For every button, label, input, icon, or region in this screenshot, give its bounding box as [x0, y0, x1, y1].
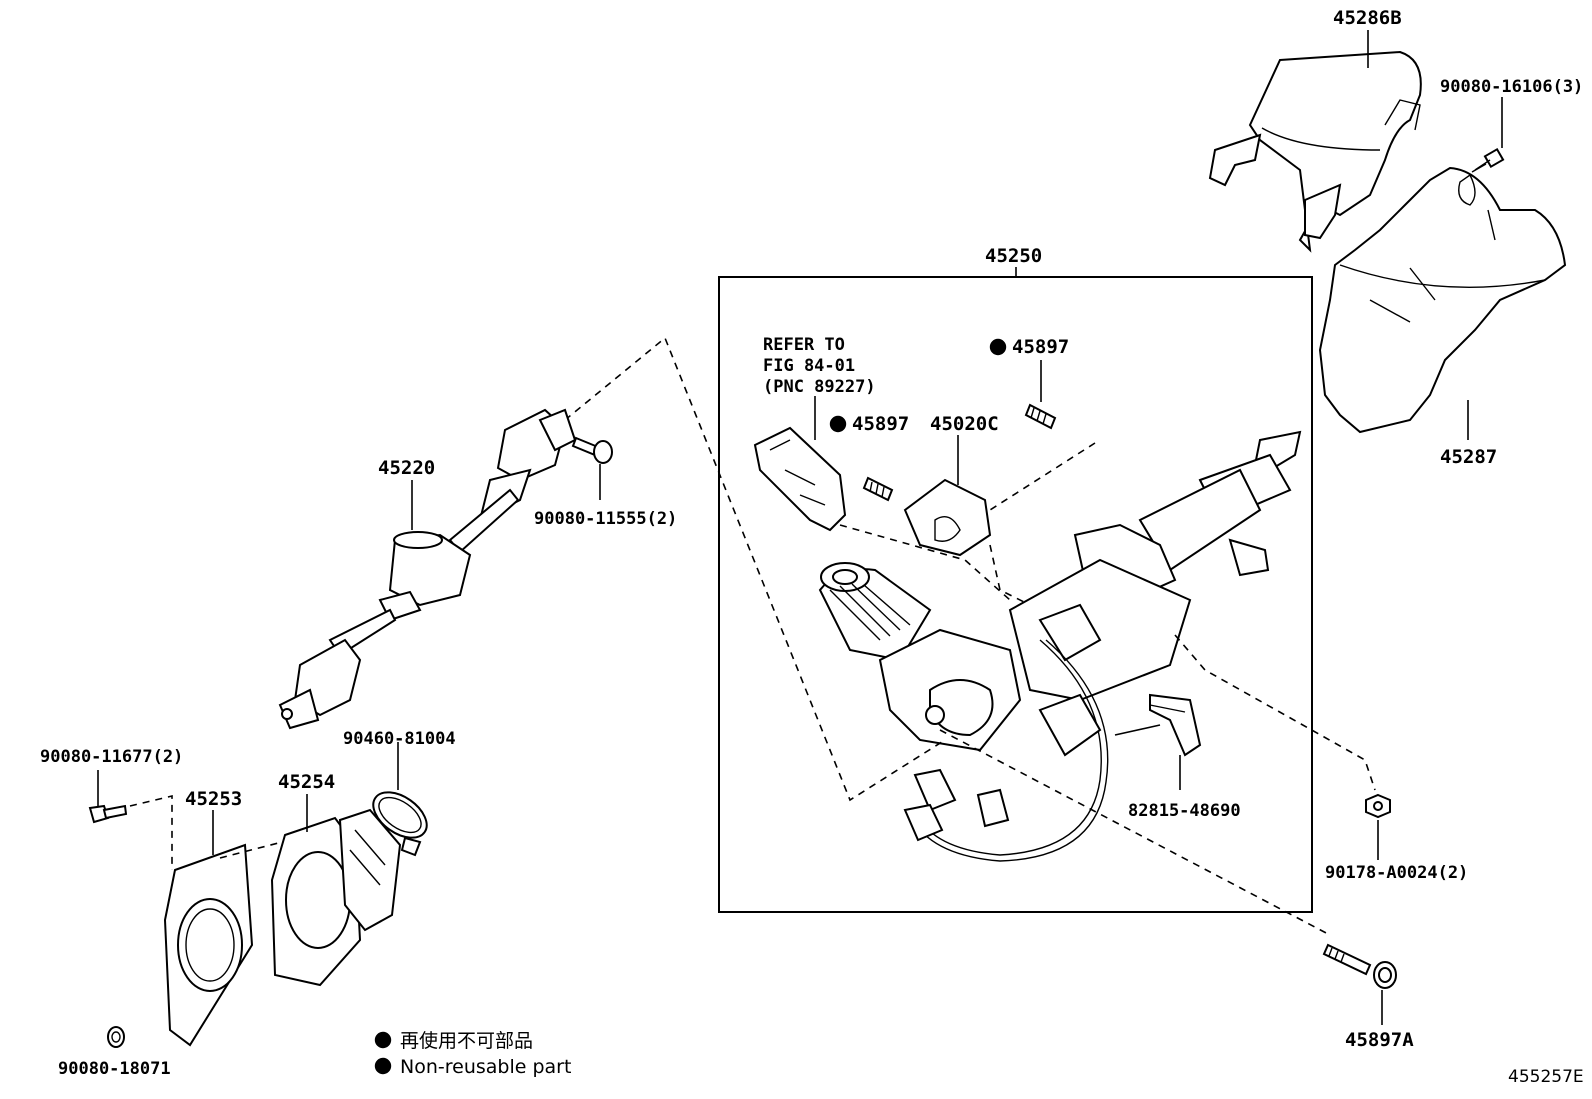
bolt-45897-right[interactable]	[1024, 403, 1057, 430]
legend-text-jp: 再使用不可部品	[400, 1030, 533, 1052]
refer-note-line2: FIG 84-01	[763, 356, 855, 376]
label-90080-11555[interactable]: 90080-11555(2)	[534, 509, 677, 529]
connector-82815-48690[interactable]	[1149, 693, 1202, 757]
label-45897A[interactable]: 45897A	[1345, 1029, 1414, 1051]
refer-note-line3: (PNC 89227)	[763, 377, 876, 397]
steering-column-assembly[interactable]	[818, 430, 1302, 862]
nut-90080-18071[interactable]	[107, 1026, 125, 1048]
label-90460-81004[interactable]: 90460-81004	[343, 729, 456, 749]
spiral-cable-bracket[interactable]	[753, 426, 847, 532]
label-45250[interactable]: 45250	[985, 245, 1042, 267]
seal-plate-45253[interactable]	[163, 843, 254, 1047]
bolt-45897-left[interactable]	[862, 476, 894, 502]
clamp-90460-81004[interactable]	[365, 783, 435, 857]
label-90080-11677[interactable]: 90080-11677(2)	[40, 747, 183, 767]
label-45254[interactable]: 45254	[278, 771, 335, 793]
figure-id: 455257E	[1508, 1067, 1584, 1087]
label-45287[interactable]: 45287	[1440, 446, 1497, 468]
label-90080-18071[interactable]: 90080-18071	[58, 1059, 171, 1079]
non-reusable-marker-45897-right	[989, 338, 1007, 356]
label-90178-A0024[interactable]: 90178-A0024(2)	[1325, 863, 1468, 883]
nut-90178-A0024[interactable]	[1365, 793, 1391, 819]
label-45253[interactable]: 45253	[185, 788, 242, 810]
label-45286B[interactable]: 45286B	[1333, 7, 1402, 29]
lower-column-cover-45287[interactable]	[1318, 166, 1567, 434]
bolt-90080-11677[interactable]	[88, 804, 128, 824]
refer-note-line1: REFER TO	[763, 335, 845, 355]
legend-marker-en	[374, 1057, 392, 1075]
intermediate-shaft-45220[interactable]	[278, 408, 577, 730]
label-45897-right[interactable]: 45897	[1012, 336, 1069, 358]
label-90080-16106[interactable]: 90080-16106(3)	[1440, 77, 1583, 97]
label-45220[interactable]: 45220	[378, 457, 435, 479]
label-45897-left[interactable]: 45897	[852, 413, 909, 435]
legend-text-en: Non-reusable part	[400, 1056, 571, 1078]
label-82815-48690[interactable]: 82815-48690	[1128, 801, 1241, 821]
upper-column-cover-45286B[interactable]	[1208, 50, 1422, 253]
bolt-45897A[interactable]	[1322, 943, 1397, 989]
bolt-90080-11555[interactable]	[571, 436, 613, 464]
legend-marker-jp	[374, 1031, 392, 1049]
screw-90080-16106[interactable]	[1471, 147, 1505, 173]
non-reusable-marker-45897-left	[829, 415, 847, 433]
column-hole-cover-45254[interactable]	[270, 808, 402, 987]
label-45020C[interactable]: 45020C	[930, 413, 999, 435]
lock-bracket-45020C[interactable]	[903, 478, 992, 557]
